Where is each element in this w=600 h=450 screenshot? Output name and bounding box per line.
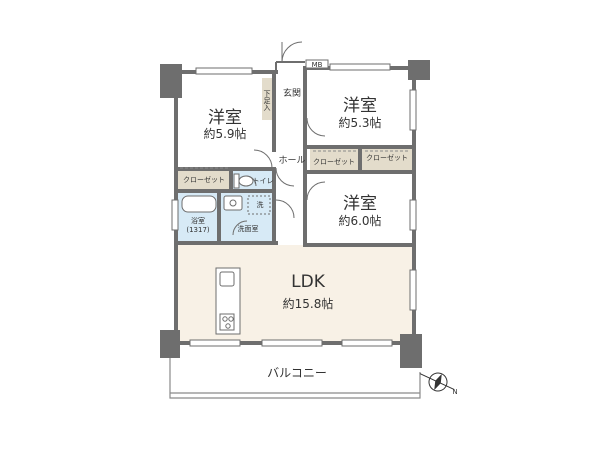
compass-icon — [419, 372, 455, 392]
closet-west-floor — [178, 170, 231, 190]
entrance-outline — [275, 61, 305, 72]
western-nw-floor — [178, 75, 272, 168]
room-name-western-nw: 洋室 — [208, 108, 242, 128]
washer-label: 洗 — [256, 201, 264, 209]
closet-center-floor — [310, 149, 358, 172]
ldk-floor — [178, 245, 412, 342]
western-ne-floor — [307, 70, 412, 147]
closet-center-label: クローゼット — [313, 158, 355, 166]
closet-east-floor — [362, 149, 412, 172]
toilet-label: トイレ — [252, 177, 274, 185]
shoe-closet-floor — [262, 78, 272, 120]
closet-east-label: クローゼット — [366, 154, 408, 162]
hall-label: ホール — [278, 156, 306, 166]
room-size-western-nw: 約5.9帖 — [203, 127, 247, 141]
bathtub — [181, 195, 217, 213]
closet-rails — [180, 150, 409, 169]
room-name-ldk: LDK — [291, 272, 325, 292]
closet-west-label: クローゼット — [183, 176, 225, 184]
washroom-label: 洗面室 — [237, 225, 259, 233]
room-size-western-e: 約6.0帖 — [338, 214, 382, 228]
compass-north-label: N — [452, 388, 458, 396]
balcony-outline — [169, 357, 421, 399]
mb-box — [305, 59, 329, 69]
room-size-western-ne: 約5.3帖 — [338, 116, 382, 130]
room-name-western-ne: 洋室 — [343, 96, 377, 116]
mb-label: MB — [311, 61, 323, 69]
kitchen-counter — [215, 267, 241, 335]
room-size-ldk: 約15.8帖 — [282, 297, 334, 311]
western-e-floor — [307, 172, 412, 245]
balcony-label: バルコニー — [267, 366, 327, 380]
toilet-fixture — [233, 173, 254, 189]
door-swings — [232, 41, 326, 236]
bath-label: 浴室 — [191, 217, 205, 225]
windows — [171, 63, 417, 347]
shoe-closet-label: 下足入 — [263, 89, 271, 111]
wash-sink — [223, 195, 243, 211]
bath-size-label: (1317) — [186, 226, 210, 234]
room-name-western-e: 洋室 — [343, 194, 377, 214]
pillars — [160, 60, 430, 368]
entrance-label: 玄関 — [282, 89, 301, 99]
